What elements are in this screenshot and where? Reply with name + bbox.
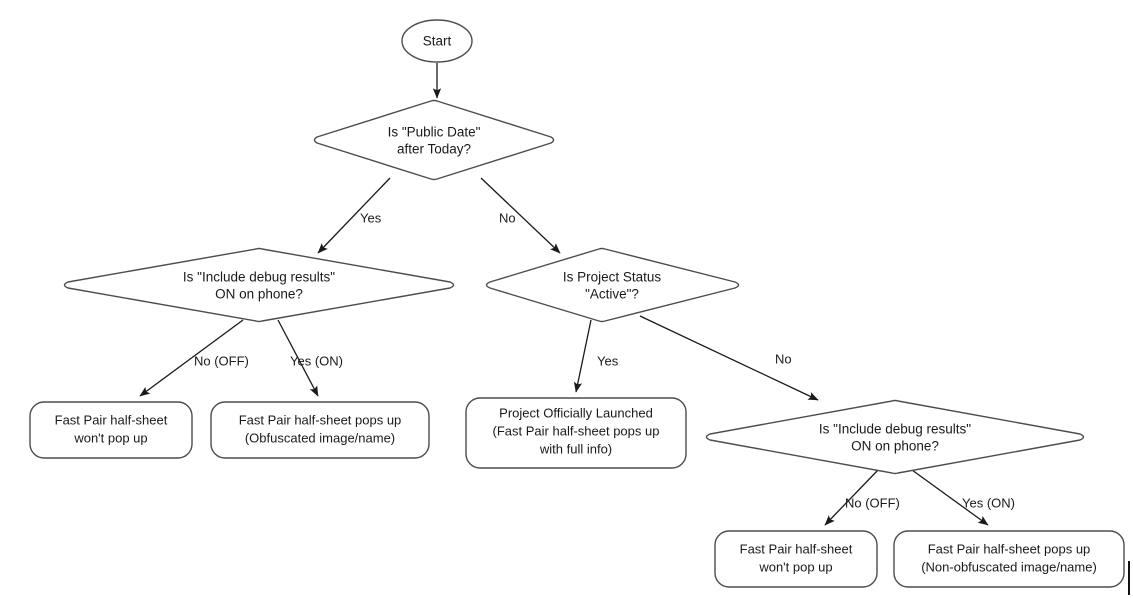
node-right-no-result[interactable]: Fast Pair half-sheet won't pop up [714, 530, 878, 588]
launched-result-line2: (Fast Pair half-sheet pops up [493, 423, 660, 438]
node-launched-result[interactable]: Project Officially Launched (Fast Pair h… [465, 397, 687, 469]
launched-result-line1: Project Officially Launched [499, 405, 653, 420]
project-status-line1: Is Project Status [563, 270, 662, 285]
edge-label-debug-left-yes: Yes (ON) [290, 353, 343, 368]
edge-label-debug-left-no: No (OFF) [194, 353, 249, 368]
edge-public-date-yes [317, 177, 391, 254]
node-debug-right-decision[interactable]: Is "Include debug results" ON on phone? [705, 399, 1085, 475]
right-no-result-box [714, 530, 878, 588]
edge-project-status-no [639, 315, 819, 401]
edge-debug-right-no [824, 469, 879, 526]
edge-label-project-status-yes: Yes [597, 353, 619, 368]
project-status-diamond [485, 247, 740, 323]
debug-left-line2: ON on phone? [215, 287, 303, 302]
node-start[interactable]: Start [401, 19, 473, 63]
right-yes-result-line1: Fast Pair half-sheet pops up [928, 541, 1091, 556]
debug-right-line1: Is "Include debug results" [819, 422, 971, 437]
right-no-result-line2: won't pop up [758, 559, 832, 574]
node-left-no-result[interactable]: Fast Pair half-sheet won't pop up [29, 401, 193, 459]
start-ellipse [401, 19, 473, 63]
edge-group: Yes No No (OFF) Yes (ON) Yes No No (OFF)… [139, 63, 1015, 526]
launched-result-box [465, 397, 687, 469]
edge-label-debug-right-no: No (OFF) [845, 495, 900, 510]
edge-artifact-mark [1128, 561, 1130, 595]
edge-label-public-date-no: No [499, 210, 516, 225]
node-right-yes-result[interactable]: Fast Pair half-sheet pops up (Non-obfusc… [893, 530, 1125, 588]
edge-debug-left-no [139, 319, 244, 397]
public-date-line1: Is "Public Date" [388, 125, 481, 140]
left-yes-result-line2: (Obfuscated image/name) [245, 430, 395, 445]
project-status-line2: "Active"? [585, 287, 639, 302]
public-date-diamond [313, 99, 555, 181]
left-no-result-line1: Fast Pair half-sheet [55, 412, 168, 427]
debug-left-line1: Is "Include debug results" [183, 270, 335, 285]
edge-public-date-no [480, 177, 561, 254]
edge-label-debug-right-yes: Yes (ON) [962, 495, 1015, 510]
node-debug-left-decision[interactable]: Is "Include debug results" ON on phone? [63, 247, 455, 323]
right-no-result-line1: Fast Pair half-sheet [740, 541, 853, 556]
edge-label-project-status-no: No [775, 351, 792, 366]
debug-right-diamond [705, 399, 1085, 475]
start-label: Start [423, 34, 452, 49]
node-public-date-decision[interactable]: Is "Public Date" after Today? [313, 99, 555, 181]
right-yes-result-box [893, 530, 1125, 588]
edge-debug-right-yes [911, 469, 989, 526]
left-yes-result-line1: Fast Pair half-sheet pops up [239, 412, 402, 427]
edge-label-public-date-yes: Yes [360, 210, 382, 225]
public-date-line2: after Today? [397, 142, 471, 157]
left-yes-result-box [210, 401, 430, 459]
node-project-status-decision[interactable]: Is Project Status "Active"? [485, 247, 740, 323]
debug-right-line2: ON on phone? [851, 439, 939, 454]
edge-project-status-yes [573, 319, 592, 393]
edge-debug-left-yes [277, 319, 319, 397]
debug-left-diamond [63, 247, 455, 323]
left-no-result-line2: won't pop up [73, 430, 147, 445]
right-yes-result-line2: (Non-obfuscated image/name) [921, 559, 1097, 574]
node-left-yes-result[interactable]: Fast Pair half-sheet pops up (Obfuscated… [210, 401, 430, 459]
left-no-result-box [29, 401, 193, 459]
launched-result-line3: with full info) [539, 441, 612, 456]
